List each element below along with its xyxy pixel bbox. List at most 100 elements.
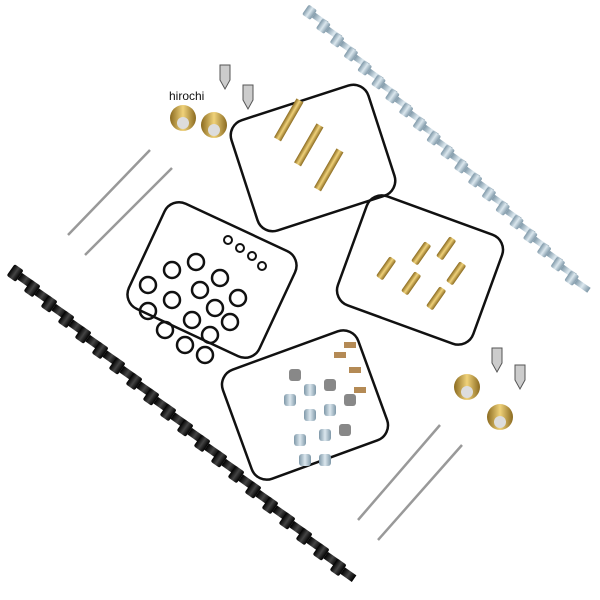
brass-jet xyxy=(436,237,456,260)
screw-head xyxy=(357,61,372,76)
screw-head xyxy=(296,528,312,545)
jet-needle xyxy=(67,149,151,236)
o-ring xyxy=(162,260,182,280)
spring xyxy=(344,342,356,348)
screw-head xyxy=(245,481,261,499)
screw-head xyxy=(482,187,496,202)
small-o-ring xyxy=(247,251,257,261)
small-o-ring xyxy=(257,261,267,271)
screw-shank xyxy=(574,278,591,293)
o-ring xyxy=(182,310,202,330)
screw-head xyxy=(41,295,57,313)
screw-head xyxy=(440,145,455,160)
screw-head xyxy=(454,159,469,174)
brass-jet xyxy=(446,262,466,285)
blue-screw xyxy=(564,271,591,293)
float-needle xyxy=(219,64,231,91)
pilot-screw xyxy=(299,454,311,466)
screw-head xyxy=(551,257,565,272)
screw-head xyxy=(371,75,386,90)
screw-head xyxy=(211,450,227,468)
screw-head xyxy=(302,5,317,20)
float-needle xyxy=(242,84,254,111)
screw-head xyxy=(413,117,427,132)
pilot-screw xyxy=(289,369,301,381)
screw-head xyxy=(92,342,108,359)
pilot-screw xyxy=(339,424,351,436)
screw-head xyxy=(330,559,346,576)
screw-head xyxy=(426,131,441,146)
float-bowl-gasket xyxy=(126,201,298,359)
screw-head xyxy=(537,243,551,258)
o-ring xyxy=(186,252,206,272)
o-ring xyxy=(138,301,158,321)
screw-head xyxy=(58,311,74,328)
screw-head xyxy=(160,404,176,421)
black-screw xyxy=(330,559,357,582)
o-ring xyxy=(228,288,248,308)
pilot-screw xyxy=(324,379,336,391)
brass-jet xyxy=(411,242,431,265)
screw-head xyxy=(509,215,524,230)
float-valve-tip xyxy=(208,124,220,136)
pilot-screw xyxy=(304,409,316,421)
o-ring xyxy=(200,325,220,345)
o-ring xyxy=(190,280,210,300)
jet-needle xyxy=(357,424,441,521)
o-ring xyxy=(195,345,215,365)
screw-head xyxy=(279,512,295,530)
spring xyxy=(354,387,366,393)
screw-head xyxy=(523,229,538,244)
screw-head xyxy=(262,497,278,514)
screw-head xyxy=(126,373,142,390)
small-o-ring xyxy=(235,243,245,253)
screw-head xyxy=(109,357,125,375)
screw-head xyxy=(75,326,91,344)
screw-head xyxy=(316,19,331,34)
brass-jet-needle xyxy=(274,98,304,142)
pilot-screw xyxy=(304,384,316,396)
o-ring xyxy=(162,290,182,310)
float-bowl-gasket xyxy=(335,194,505,346)
spring xyxy=(349,367,361,373)
o-ring xyxy=(155,320,175,340)
pilot-screw xyxy=(319,429,331,441)
screw-head xyxy=(468,173,482,188)
small-o-ring xyxy=(223,235,233,245)
float-valve-tip xyxy=(177,117,189,129)
screw-head xyxy=(330,33,344,48)
o-ring xyxy=(210,268,230,288)
pilot-screw xyxy=(324,404,336,416)
brass-jet-needle xyxy=(314,148,344,192)
screw-head xyxy=(194,435,210,452)
screw-head xyxy=(7,264,23,282)
pilot-screw xyxy=(319,454,331,466)
brass-jet xyxy=(426,287,446,310)
watermark-text: hirochi xyxy=(169,89,205,103)
pilot-screw xyxy=(344,394,356,406)
jet-needle xyxy=(84,167,173,256)
float-bowl-gasket xyxy=(229,83,397,233)
float-valve-tip xyxy=(494,416,506,428)
brass-jet-needle xyxy=(294,123,324,167)
o-ring xyxy=(138,275,158,295)
screw-head xyxy=(344,47,358,62)
jet-needle xyxy=(377,444,463,541)
float-needle xyxy=(514,364,526,391)
o-ring xyxy=(175,335,195,355)
screw-head xyxy=(385,89,400,104)
screw-head xyxy=(24,280,40,297)
screw-shank xyxy=(340,567,357,582)
o-ring xyxy=(220,312,240,332)
screw-head xyxy=(228,466,244,483)
screw-head xyxy=(564,271,579,286)
brass-jet xyxy=(401,272,421,295)
pilot-screw xyxy=(294,434,306,446)
spring xyxy=(334,352,346,358)
screw-head xyxy=(399,103,413,118)
float-needle xyxy=(491,347,503,374)
screw-head xyxy=(313,543,329,561)
brass-jet xyxy=(376,257,396,280)
